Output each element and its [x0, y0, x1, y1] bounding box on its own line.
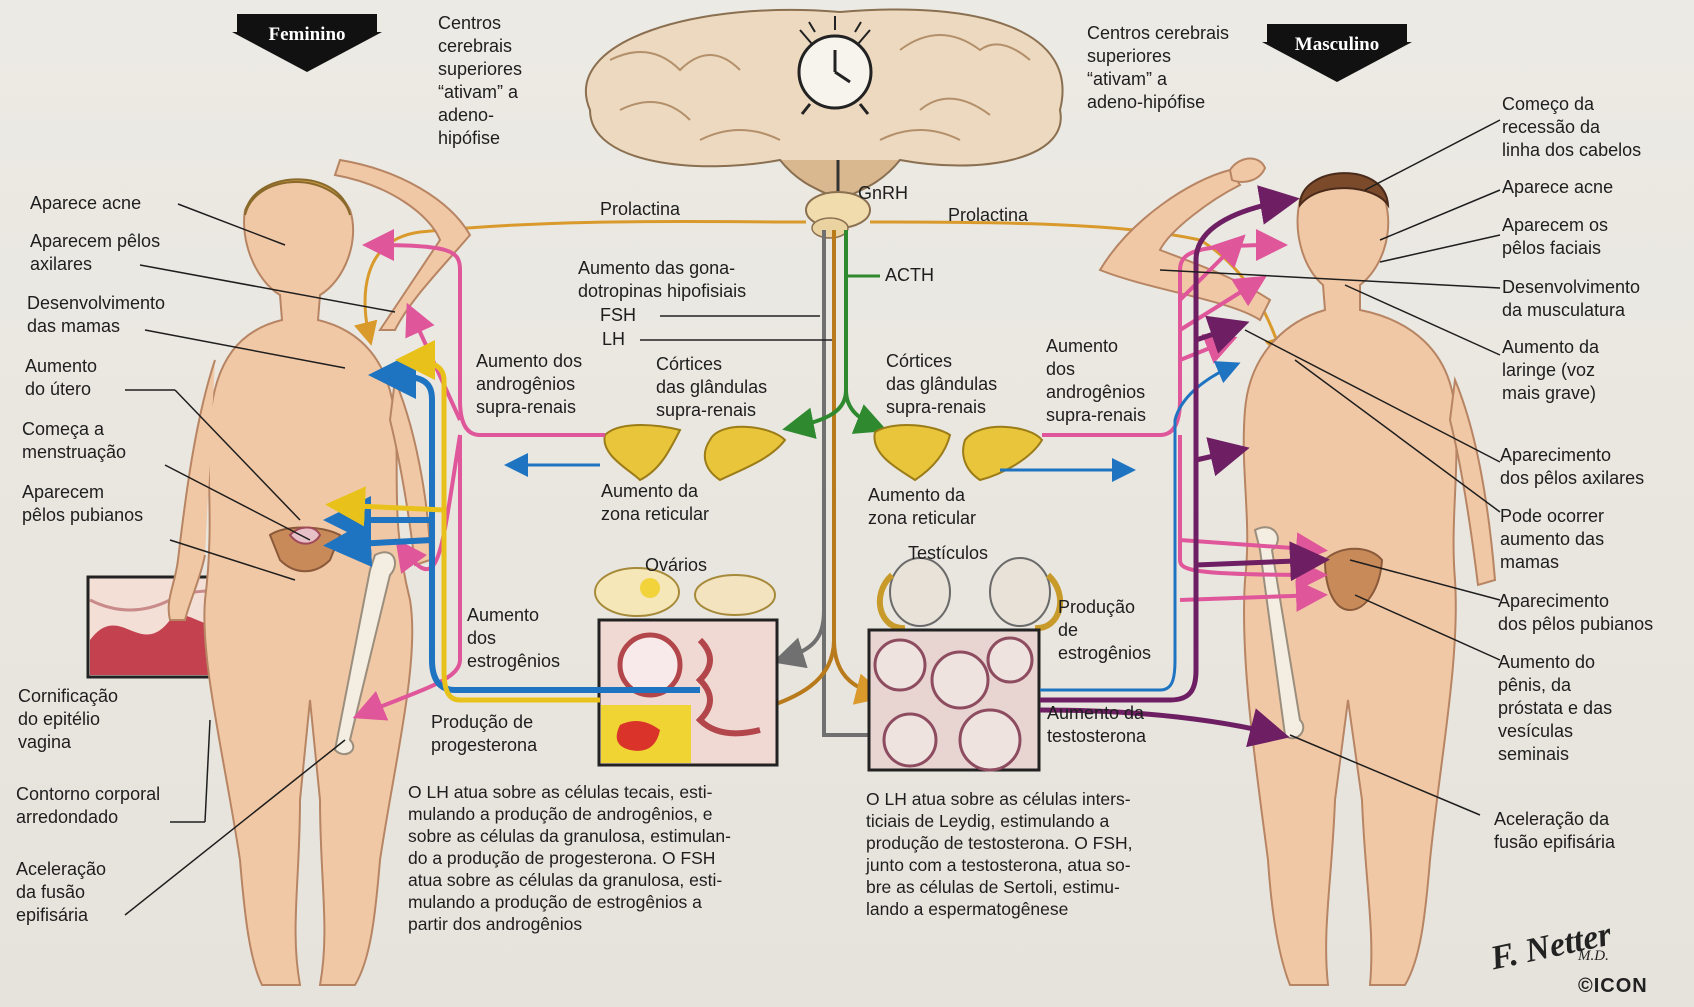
menstruation-label: Começa a menstruação — [22, 418, 126, 464]
male-figure — [1100, 158, 1495, 985]
female-banner-label: Feminino — [232, 24, 382, 46]
breast-development-label: Desenvolvimento das mamas — [27, 292, 165, 338]
testis-histology-box — [869, 630, 1039, 770]
higher-brain-centers-right: Centros cerebrais superiores “ativam” a … — [1087, 22, 1229, 114]
female-acne-label: Aparece acne — [30, 192, 141, 215]
adrenal-glands-right — [874, 425, 1042, 480]
adrenal-cortex-right-label: Córtices das glândulas supra-renais — [886, 350, 997, 419]
reticular-zone-left-label: Aumento da zona reticular — [601, 480, 709, 526]
adrenal-androgens-right-label: Aumento dos androgênios supra-renais — [1046, 335, 1146, 427]
prolactin-right-label: Prolactina — [948, 204, 1028, 227]
male-lh-fsh-caption: O LH atua sobre as células inters- ticia… — [866, 788, 1133, 920]
larynx-enlargement-label: Aumento da laringe (voz mais grave) — [1502, 336, 1599, 405]
ovaries-label: Ovários — [645, 554, 707, 577]
adrenal-androgens-left-label: Aumento dos androgênios supra-renais — [476, 350, 582, 419]
gonadotropins-label: Aumento das gona- dotropinas hipofisiais — [578, 257, 746, 303]
female-epiphyseal-fusion-label: Aceleração da fusão epifisária — [16, 858, 106, 927]
adrenal-cortex-left-label: Córtices das glândulas supra-renais — [656, 353, 767, 422]
female-pubic-hair-label: Aparecem pêlos pubianos — [22, 481, 143, 527]
facial-hair-label: Aparecem os pêlos faciais — [1502, 214, 1608, 260]
genital-enlargement-label: Aumento do pênis, da próstata e das vesí… — [1498, 651, 1612, 766]
adrenal-glands-left — [604, 425, 785, 480]
female-banner: Feminino — [232, 14, 382, 74]
muscle-development-label: Desenvolvimento da musculatura — [1502, 276, 1640, 322]
fsh-label: FSH — [600, 304, 636, 327]
gnrh-label: GnRH — [858, 182, 908, 205]
gynecomastia-label: Pode ocorrer aumento das mamas — [1500, 505, 1604, 574]
testes-illustration — [880, 558, 1060, 628]
male-pubic-hair-label: Aparecimento dos pêlos pubianos — [1498, 590, 1653, 636]
lh-label: LH — [602, 328, 625, 351]
acth-label: ACTH — [885, 264, 934, 287]
male-banner-label: Masculino — [1262, 34, 1412, 56]
female-lh-fsh-caption: O LH atua sobre as células tecais, esti-… — [408, 781, 731, 935]
male-banner: Masculino — [1262, 24, 1412, 84]
estrogens-increase-label: Aumento dos estrogênios — [467, 604, 560, 673]
testes-label: Testículos — [908, 542, 988, 565]
male-acne-label: Aparece acne — [1502, 176, 1613, 199]
uterus-enlargement-label: Aumento do útero — [25, 355, 97, 401]
prolactin-left-label: Prolactina — [600, 198, 680, 221]
male-epiphyseal-fusion-label: Aceleração da fusão epifisária — [1494, 808, 1615, 854]
netter-signature-suffix: M.D. — [1578, 948, 1609, 965]
testosterone-increase-label: Aumento da testosterona — [1047, 702, 1146, 748]
vaginal-cornification-label: Cornificação do epitélio vagina — [18, 685, 118, 754]
hairline-recession-label: Começo da recessão da linha dos cabelos — [1502, 93, 1641, 162]
rounded-contour-label: Contorno corporal arredondado — [16, 783, 160, 829]
female-axillary-hair-label: Aparecem pêlos axilares — [30, 230, 160, 276]
estrogen-production-label: Produção de estrogênios — [1058, 596, 1151, 665]
reticular-zone-right-label: Aumento da zona reticular — [868, 484, 976, 530]
male-axillary-hair-label: Aparecimento dos pêlos axilares — [1500, 444, 1644, 490]
progesterone-label: Produção de progesterona — [431, 711, 537, 757]
icon-logo: ©ICON — [1578, 975, 1648, 998]
higher-brain-centers-left: Centros cerebrais superiores “ativam” a … — [438, 12, 522, 150]
